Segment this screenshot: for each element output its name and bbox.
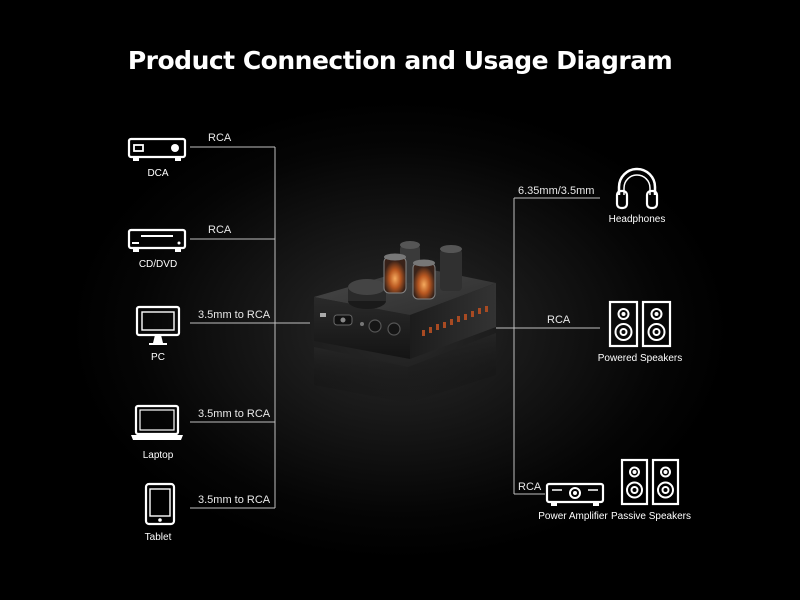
device-label-dca: DCA xyxy=(147,168,169,179)
device-label-powered-speakers: Powered Speakers xyxy=(597,353,683,364)
tube-amplifier-image xyxy=(314,241,496,403)
connection-label-dca: RCA xyxy=(208,132,232,144)
passive-speakers-icon xyxy=(620,458,680,506)
page-title: Product Connection and Usage Diagram xyxy=(127,46,673,75)
laptop-icon xyxy=(131,404,183,440)
cd-dvd-player-icon xyxy=(127,228,187,252)
device-label-tablet: Tablet xyxy=(144,532,172,543)
connection-label-headphones: 6.35mm/3.5mm xyxy=(518,185,595,197)
connection-label-laptop: 3.5mm to RCA xyxy=(198,408,271,420)
device-label-laptop: Laptop xyxy=(142,450,174,461)
connection-label-pc: 3.5mm to RCA xyxy=(198,309,271,321)
amplifier-icon xyxy=(545,482,605,506)
powered-speakers-icon xyxy=(608,300,672,348)
headphones-icon xyxy=(615,167,659,210)
connection-label-power-amplifier: RCA xyxy=(518,481,542,493)
device-label-passive-speakers: Passive Speakers xyxy=(610,511,692,522)
connection-label-cd-dvd: RCA xyxy=(208,224,232,236)
connection-label-tablet: 3.5mm to RCA xyxy=(198,494,271,506)
connection-label-powered-speakers: RCA xyxy=(547,314,571,326)
device-label-cd-dvd: CD/DVD xyxy=(138,259,178,270)
dac-icon xyxy=(127,137,187,161)
device-label-power-amplifier: Power Amplifier xyxy=(538,511,608,522)
device-label-pc: PC xyxy=(151,352,165,363)
device-label-headphones: Headphones xyxy=(608,214,666,225)
tablet-icon xyxy=(144,482,176,526)
monitor-icon xyxy=(135,305,181,345)
